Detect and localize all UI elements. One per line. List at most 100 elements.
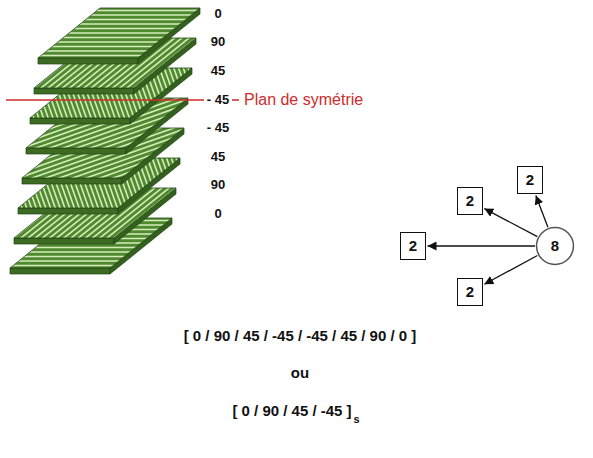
fiber-line [0, 305, 291, 307]
fiber-line [0, 163, 319, 296]
fiber-line [18, 186, 329, 437]
fiber-line [0, 0, 262, 178]
ply-angle: 90 [211, 178, 225, 192]
ply-angle: 0 [214, 207, 221, 221]
fiber-line [167, 0, 300, 238]
fiber-line [0, 364, 291, 366]
fiber-line [0, 0, 242, 154]
fiber-line [0, 274, 291, 276]
fiber-line [0, 145, 319, 147]
fiber-line [0, 94, 256, 345]
fiber-line [0, 0, 259, 175]
ply-angle: 0 [214, 7, 221, 21]
fiber-line [0, 52, 222, 303]
fiber-line [0, 368, 291, 370]
fiber-line [0, 154, 330, 287]
count-number: 2 [526, 172, 534, 189]
ply-edge [22, 178, 122, 184]
ply-edge [38, 58, 138, 64]
fiber-line [0, 319, 291, 321]
fiber-line [0, 0, 50, 327]
ply-edge [10, 268, 110, 274]
fiber-line [0, 129, 321, 262]
ply [0, 0, 355, 294]
fiber-line [0, 197, 331, 330]
fiber-line [0, 0, 211, 115]
ply-count-box: 2 [517, 166, 543, 194]
fiber-line [0, 147, 299, 398]
fiber-line [0, 0, 256, 118]
count-number: 2 [466, 284, 474, 301]
ply [0, 0, 335, 444]
fiber-line [0, 112, 315, 245]
fiber-line [0, 184, 341, 317]
count-number: 8 [551, 238, 559, 255]
fiber-line [0, 251, 291, 253]
fiber-line [0, 0, 253, 109]
fiber-line [0, 260, 291, 262]
fiber-line [0, 0, 234, 143]
fiber-line [0, 133, 308, 266]
fiber-line [0, 0, 276, 196]
fiber-line [0, 355, 291, 357]
fiber-line [10, 175, 321, 426]
fiber-line [7, 3, 140, 380]
fiber-line [0, 292, 291, 294]
fiber-line [0, 0, 237, 147]
fiber-line [0, 124, 320, 257]
fiber-line [0, 377, 291, 379]
ply-count-box: 2 [457, 187, 483, 215]
fiber-line [0, 0, 231, 140]
fiber-line [0, 154, 304, 405]
fiber-line [0, 116, 317, 249]
fiber-line [0, 56, 225, 307]
fiber-line [0, 205, 334, 338]
fiber-line [41, 39, 352, 290]
fiber-line [13, 179, 324, 430]
fiber-line [0, 24, 200, 275]
fiber-line [172, 0, 305, 237]
fiber-line [0, 127, 319, 129]
split-arrow [428, 245, 536, 246]
fiber-line [0, 84, 248, 335]
fiber-line [0, 140, 319, 142]
subscript-symbol: s [354, 413, 360, 425]
fiber-line [0, 179, 339, 312]
fiber-line [0, 68, 319, 70]
fiber-line [0, 59, 319, 61]
fiber-line [130, 0, 263, 337]
split-arrow [536, 195, 548, 227]
fiber-line [16, 8, 327, 259]
fiber-line [0, 0, 240, 150]
fiber-line [0, 287, 291, 289]
fiber-line [0, 184, 326, 317]
fiber-line [0, 149, 319, 151]
fiber-line [0, 21, 197, 272]
fiber-line [0, 158, 319, 160]
fiber-line [0, 171, 322, 304]
fiber-line [0, 122, 319, 124]
fiber-line [0, 136, 319, 138]
fiber-line [0, 163, 333, 296]
fiber-line [0, 86, 319, 88]
symmetry-plane-label: Plan de symétrie [244, 91, 363, 109]
ply [0, 0, 341, 317]
split-arrow [484, 209, 537, 237]
ply [0, 0, 293, 417]
fiber-line [38, 36, 349, 287]
fiber-line [0, 5, 319, 7]
ply-edge [14, 238, 114, 244]
fiber-line [0, 91, 254, 342]
fiber-line [0, 176, 323, 309]
fiber-line [0, 14, 319, 16]
fiber-line [0, 112, 270, 363]
fiber-line [0, 41, 319, 43]
ply-angle: - 45 [204, 93, 232, 107]
fiber-line [5, 0, 316, 245]
fiber-line [0, 359, 291, 361]
fiber-line [0, 209, 335, 342]
fiber-line [0, 323, 291, 325]
fiber-line [0, 0, 257, 171]
fiber-line [0, 0, 217, 122]
